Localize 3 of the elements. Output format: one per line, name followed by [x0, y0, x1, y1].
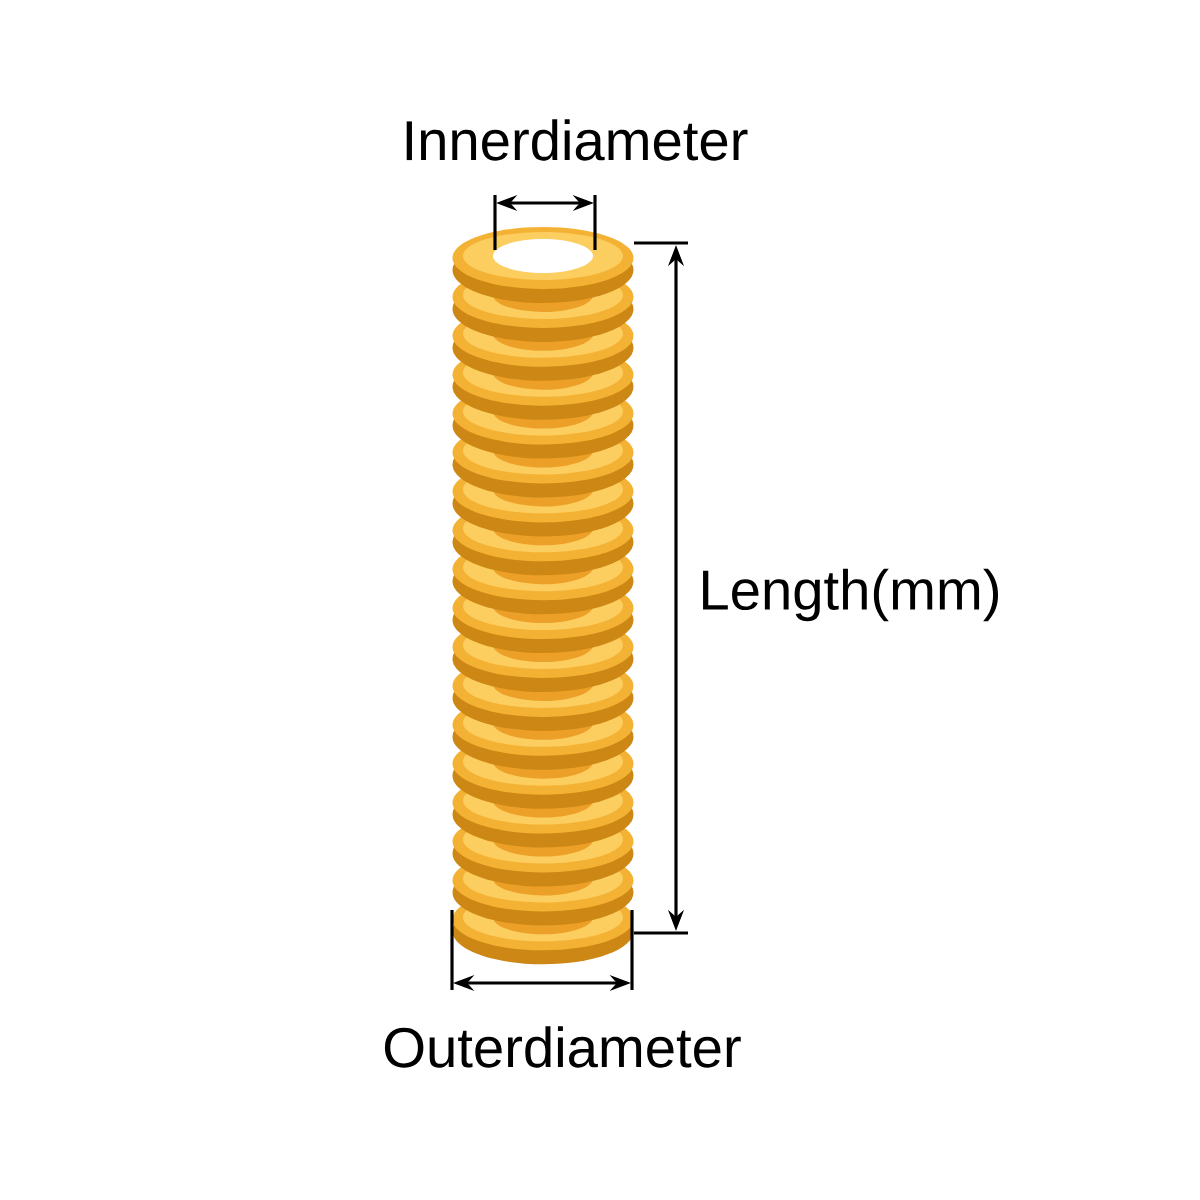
dimension-label: Outerdiameter: [384, 1026, 741, 1068]
dimension-label: Innerdiameter: [406, 119, 748, 161]
dimension-label: Length(mm): [703, 568, 998, 622]
